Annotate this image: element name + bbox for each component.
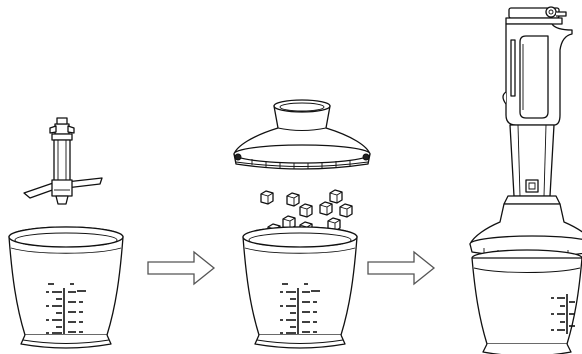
right-arrow-icon bbox=[368, 252, 434, 284]
chopper-bowl bbox=[9, 227, 123, 348]
step-2 bbox=[234, 100, 370, 348]
motor-unit bbox=[503, 7, 572, 204]
right-arrow-icon bbox=[148, 252, 214, 284]
step-3 bbox=[470, 7, 582, 354]
step-1 bbox=[9, 118, 123, 348]
chopper-bowl bbox=[243, 227, 357, 348]
chopper-bowl bbox=[472, 250, 582, 354]
chopper-blade bbox=[24, 118, 102, 204]
gearbox-lid bbox=[234, 100, 370, 169]
